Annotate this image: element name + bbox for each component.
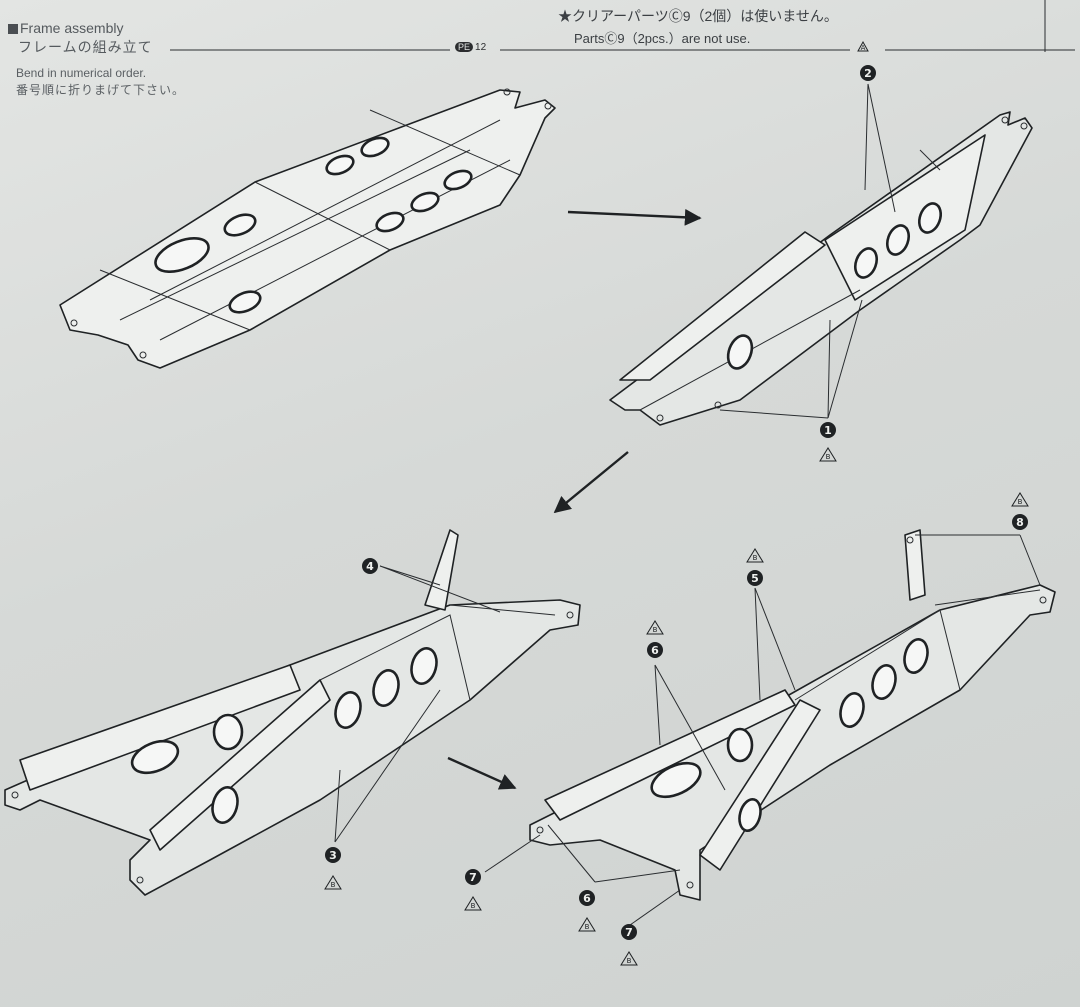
step-marker-6-lower: 6 B [578,890,596,932]
svg-text:B: B [653,626,658,634]
svg-text:6: 6 [651,644,659,657]
instruction-jp: 番号順に折りまげて下さい。 [16,83,186,97]
svg-text:B: B [753,554,758,562]
parts-note-en: PartsⒸ9（2pcs.）are not use. [574,31,751,46]
svg-text:B: B [1018,498,1023,506]
instruction-en: Bend in numerical order. [16,66,147,80]
frame-step3-part [4,529,581,896]
step-arrow [447,756,517,790]
svg-text:B: B [585,923,590,931]
step-marker-2: A 2 [857,40,876,81]
flat-frame-part [59,88,556,369]
leader-lines [334,83,1041,926]
svg-text:A: A [861,44,866,52]
svg-text:B: B [627,957,632,965]
step-arrow [553,451,629,514]
step-marker-3: 3 B [324,847,342,890]
svg-text:7: 7 [625,926,633,939]
section-square-icon [8,24,18,34]
svg-text:3: 3 [329,849,337,862]
pe-badge-label: PE [455,42,474,52]
svg-text:1: 1 [824,424,832,437]
svg-text:B: B [331,881,336,889]
section-title: Frame assembly [8,20,123,36]
step-marker-7: 7 B [464,869,482,911]
header-rule [170,0,1075,52]
step-marker-4: 4 [362,558,378,574]
svg-text:6: 6 [583,892,591,905]
parts-note-jp: ★クリアーパーツⒸ9（2個）は使いません。 [558,8,838,24]
step-marker-5: B 5 [746,548,764,586]
svg-text:7: 7 [469,871,477,884]
svg-text:4: 4 [366,560,374,573]
pe-part-number: 12 [475,42,487,53]
step-marker-7-lower: 7 B [620,924,638,966]
svg-text:8: 8 [1016,516,1024,529]
frame-final-part [529,529,1056,901]
frame-step2-part [609,111,1033,426]
step-arrow [567,208,702,226]
svg-text:B: B [471,902,476,910]
svg-text:B: B [826,453,831,461]
step-marker-6: B 6 [646,620,664,658]
section-title-en: Frame assembly [20,20,124,36]
step-marker-1: 1 B [819,422,837,462]
svg-text:5: 5 [751,572,759,585]
section-title-jp: フレームの組み立て [18,39,153,55]
svg-text:2: 2 [864,67,872,80]
step-marker-8: B 8 [1011,492,1029,530]
